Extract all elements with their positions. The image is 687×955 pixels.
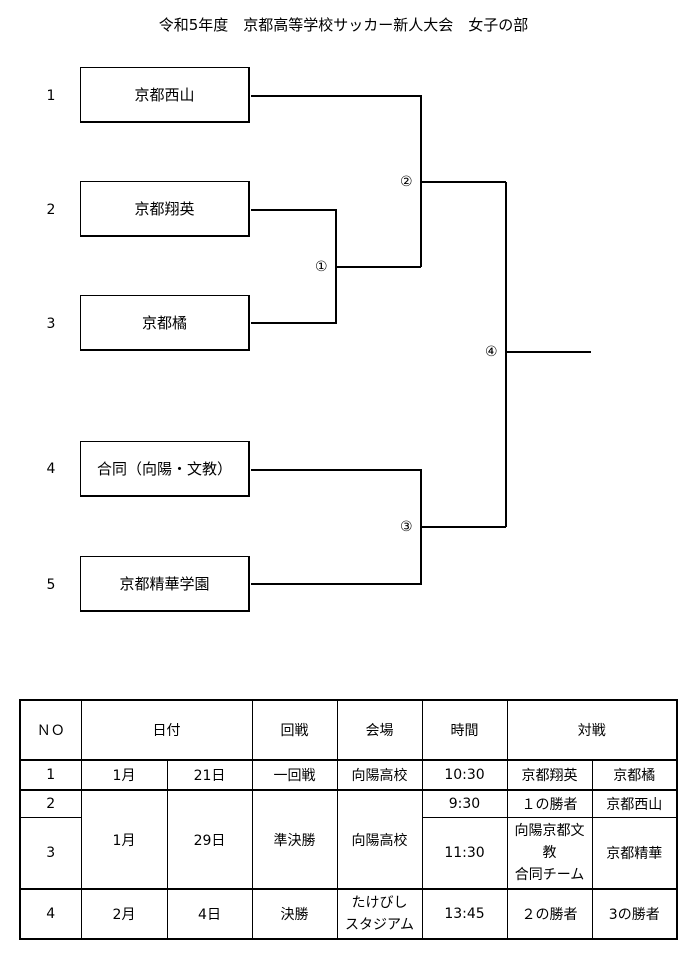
match-label-2: ②	[400, 174, 413, 190]
match-label-3: ③	[400, 519, 413, 535]
bracket-lines	[251, 95, 591, 585]
row-time: 13:45	[421, 888, 508, 940]
row-team-b: 京都精華	[591, 816, 678, 890]
table-row: 2 1月 29日 準決勝 向陽高校 9:30 １の勝者 京都西山	[19, 789, 678, 890]
row-month: 1月	[80, 759, 168, 791]
team-a-line: 教	[542, 844, 557, 861]
row-venue: 向陽高校	[336, 789, 423, 890]
match-label-4: ④	[485, 344, 498, 360]
row-no: 1	[19, 759, 82, 791]
row-team-b: 京都橘	[591, 759, 678, 791]
venue-line: スタジアム	[344, 917, 415, 933]
row-team-a: ２の勝者	[506, 888, 593, 940]
table-row: 1 1月 21日 一回戦 向陽高校 10:30 京都翔英 京都橘	[19, 759, 678, 791]
schedule-table: ＮＯ 日付 回戦 会場 時間 対戦 1 1月 21日 一回戦 向陽高校 10:3…	[19, 699, 678, 940]
row-team-a: 京都翔英	[506, 759, 593, 791]
row-round: 準決勝	[251, 789, 338, 890]
row-time: 9:30	[421, 789, 508, 818]
header-date: 日付	[80, 699, 253, 761]
row-venue: 向陽高校	[336, 759, 423, 791]
header-match: 対戦	[506, 699, 678, 761]
row-time: 10:30	[421, 759, 508, 791]
row-day: 29日	[166, 789, 253, 890]
row-day: 4日	[166, 888, 253, 940]
table-row: 4 2月 4日 決勝 たけびし スタジアム 13:45 ２の勝者 3の勝者	[19, 888, 678, 940]
team-number: 5	[46, 577, 56, 593]
table-row: 3 11:30 向陽京都文 教 合同チーム 京都精華	[19, 816, 678, 890]
row-day: 21日	[166, 759, 253, 791]
page-title: 令和5年度 京都高等学校サッカー新人大会 女子の部	[158, 16, 529, 34]
row-team-b: 3の勝者	[591, 888, 678, 940]
team-a-line: 向陽京都文	[514, 822, 585, 839]
team-box: 京都西山	[80, 67, 250, 123]
venue-line: たけびし	[351, 895, 408, 911]
row-time: 11:30	[421, 816, 508, 890]
team-a-line: 合同チーム	[514, 866, 585, 883]
row-month: 2月	[80, 888, 168, 940]
row-no: 3	[19, 816, 82, 890]
team-number: 3	[46, 316, 56, 332]
row-round: 決勝	[251, 888, 338, 940]
team-number: 1	[46, 88, 56, 104]
table-header-row: ＮＯ 日付 回戦 会場 時間 対戦	[19, 699, 678, 761]
team-box: 京都翔英	[80, 181, 250, 237]
header-no: ＮＯ	[19, 699, 82, 761]
header-round: 回戦	[251, 699, 338, 761]
header-venue: 会場	[336, 699, 423, 761]
row-no: 2	[19, 789, 82, 818]
team-box: 京都精華学園	[80, 556, 250, 612]
bracket-line	[251, 469, 422, 585]
row-month: 1月	[80, 789, 168, 890]
row-no: 4	[19, 888, 82, 940]
header-time: 時間	[421, 699, 508, 761]
row-venue: たけびし スタジアム	[336, 888, 423, 940]
row-team-a: １の勝者	[506, 789, 593, 818]
match-label-1: ①	[315, 259, 328, 275]
row-team-b: 京都西山	[591, 789, 678, 818]
row-team-a: 向陽京都文 教 合同チーム	[506, 816, 593, 890]
team-number: 4	[46, 461, 56, 477]
team-box: 合同（向陽・文教）	[80, 441, 250, 497]
team-number: 2	[46, 202, 56, 218]
team-box: 京都橘	[80, 295, 250, 351]
bracket-line	[251, 95, 422, 267]
row-round: 一回戦	[251, 759, 338, 791]
